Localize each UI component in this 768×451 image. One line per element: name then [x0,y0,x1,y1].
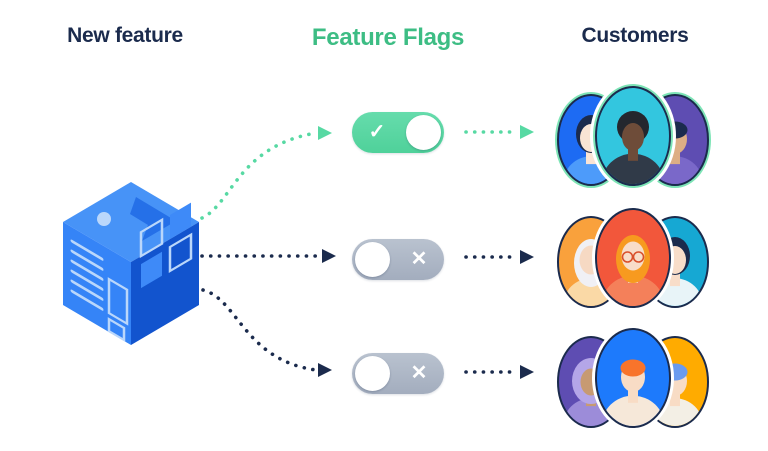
arrow-toggle3-to-customers [464,365,534,379]
arrow-cube-to-toggle2 [200,249,336,263]
feature-flag-toggle-on[interactable]: ✓ [352,112,444,153]
cube-widget-squares [139,202,193,289]
arrow-cube-to-toggle1 [200,126,332,220]
feature-flags-heading: Feature Flags [311,24,465,51]
customer-group-disabled-2 [554,326,712,431]
feature-flag-toggle-off-2[interactable]: ✕ [352,353,444,394]
new-feature-box-icon [63,182,199,345]
toggle-knob[interactable] [355,242,390,277]
check-icon: ✓ [368,121,386,143]
customers-heading: Customers [581,24,689,47]
cube-doc-lines [70,239,129,342]
x-icon: ✕ [410,248,428,270]
customer-group-enabled [552,84,714,190]
feature-flag-toggle-off-1[interactable]: ✕ [352,239,444,280]
arrow-toggle1-to-customers [464,125,534,139]
toggle-knob[interactable] [355,356,390,391]
customer-group-disabled-1 [554,206,712,311]
arrow-cube-to-toggle3 [201,288,332,377]
new-feature-heading: New feature [67,24,183,47]
toggle-knob[interactable] [406,115,441,150]
arrow-toggle2-to-customers [464,250,534,264]
x-icon: ✕ [410,362,428,384]
